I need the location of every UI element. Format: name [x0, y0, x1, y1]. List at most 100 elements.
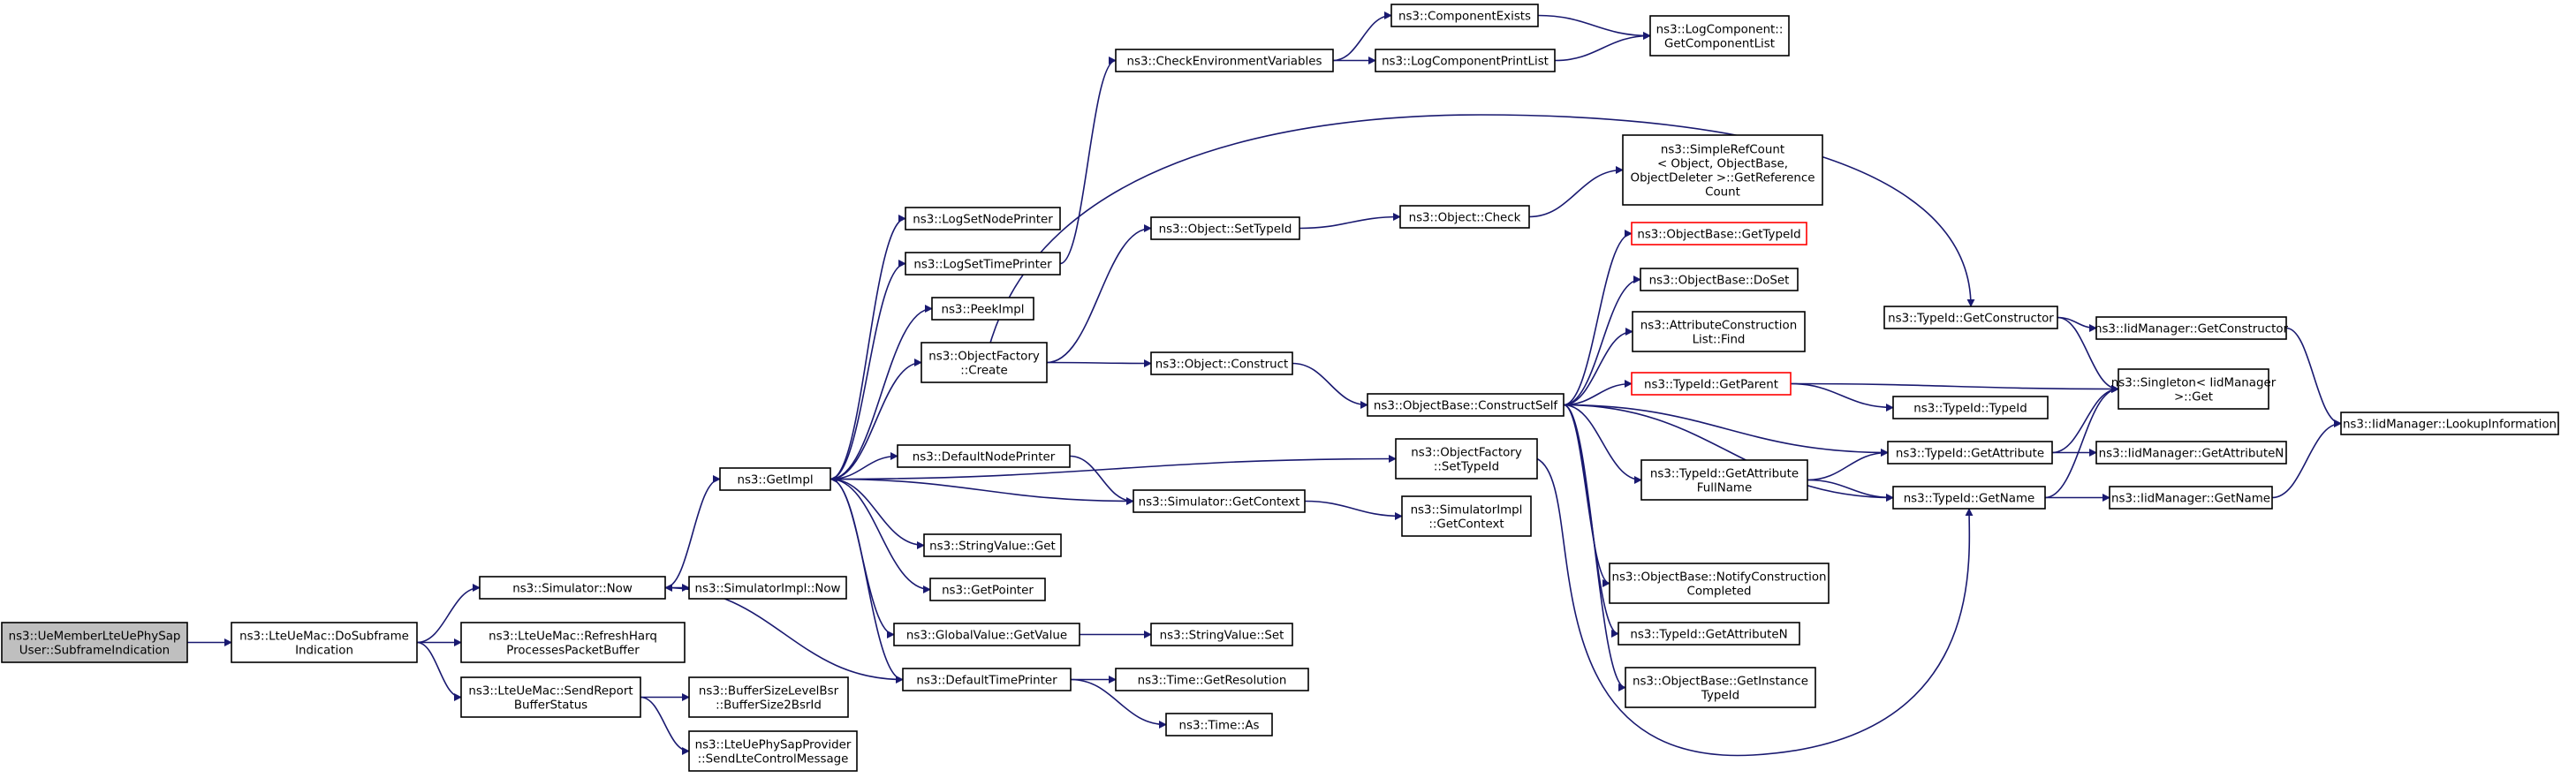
- node-iidGetName[interactable]: ns3::IidManager::GetName: [2109, 486, 2273, 510]
- node-label: ns3::TypeId::GetAttribute: [1896, 448, 2044, 461]
- edge-objFactCreate-to-tidGetCtor: [989, 114, 1975, 344]
- call-edge: [1807, 449, 1889, 481]
- node-box: [905, 207, 1061, 230]
- node-timeAs[interactable]: ns3::Time::As: [1165, 713, 1273, 736]
- node-glbGet[interactable]: ns3::GlobalValue::GetValue: [893, 623, 1080, 646]
- node-label: ns3::ObjectBase::GetTypeId: [1637, 229, 1800, 242]
- node-defNode[interactable]: ns3::DefaultNodePrinter: [897, 444, 1071, 468]
- node-label: >::Get: [2174, 391, 2213, 404]
- node-singletonGet[interactable]: ns3::Singleton< IidManager >::Get: [2111, 368, 2277, 410]
- node-label: ns3::Object::SetTypeId: [1159, 223, 1292, 237]
- node-tidGetName[interactable]: ns3::TypeId::GetName: [1892, 486, 2046, 510]
- edge-tidGetName-to-singletonGet: [2044, 385, 2119, 499]
- node-label: ns3::Singleton< IidManager: [2111, 377, 2277, 390]
- node-box: [921, 342, 1048, 383]
- node-peekImpl[interactable]: ns3::PeekImpl: [931, 297, 1034, 321]
- node-root[interactable]: ns3::UeMemberLteUePhySapUser::SubframeIn…: [1, 622, 188, 663]
- node-obDoSet[interactable]: ns3::ObjectBase::DoSet: [1640, 268, 1799, 291]
- node-simImplCtx[interactable]: ns3::SimulatorImpl::GetContext: [1401, 495, 1532, 537]
- node-logPrint[interactable]: ns3::LogComponentPrintList: [1375, 49, 1556, 72]
- call-edges: [187, 11, 2342, 757]
- node-iidLookup[interactable]: ns3::IidManager::LookupInformation: [2340, 412, 2559, 435]
- node-logNode[interactable]: ns3::LogSetNodePrinter: [905, 207, 1061, 230]
- node-label: List::Find: [1693, 334, 1746, 347]
- edge-getImpl-to-getPtr: [830, 478, 931, 593]
- node-obGetTypeId[interactable]: ns3::ObjectBase::GetTypeId: [1631, 222, 1807, 245]
- call-edge: [664, 584, 904, 681]
- node-iidGetAttrN[interactable]: ns3::IidManager::GetAttributeN: [2095, 441, 2287, 465]
- node-box: [2118, 368, 2269, 410]
- node-objCheck[interactable]: ns3::Object::Check: [1399, 205, 1530, 229]
- call-edge: [1563, 404, 1889, 457]
- edge-doSub-to-simNow: [416, 584, 481, 644]
- call-nodes: ns3::UeMemberLteUePhySapUser::SubframeIn…: [1, 4, 2559, 772]
- node-tidTypeId[interactable]: ns3::TypeId::TypeId: [1892, 396, 2049, 419]
- call-edge: [1563, 230, 1633, 406]
- node-label: ns3::Object::Check: [1409, 212, 1521, 225]
- node-compExists[interactable]: ns3::ComponentExists: [1390, 4, 1539, 27]
- call-edge: [1070, 678, 1167, 729]
- node-simNow[interactable]: ns3::Simulator::Now: [479, 576, 666, 600]
- edge-objCheck-to-simpleRef: [1528, 166, 1624, 218]
- node-ofSetTypeId[interactable]: ns3::ObjectFactory::SetTypeId: [1395, 438, 1538, 480]
- node-objFactCreate[interactable]: ns3::ObjectFactory::Create: [921, 342, 1048, 383]
- node-box: [1115, 49, 1334, 72]
- node-tidGetAttr[interactable]: ns3::TypeId::GetAttribute: [1887, 441, 2053, 465]
- call-edge: [1554, 32, 1651, 62]
- edge-doSub-to-sendRep: [416, 641, 462, 701]
- node-tidGetAttrN[interactable]: ns3::TypeId::GetAttributeN: [1618, 622, 1800, 646]
- call-edge: [1046, 224, 1152, 364]
- node-simpleRef[interactable]: ns3::SimpleRefCount< Object, ObjectBase,…: [1622, 134, 1823, 206]
- edge-simGetCtx-to-getImpl: [830, 475, 1134, 502]
- node-checkEnv[interactable]: ns3::CheckEnvironmentVariables: [1115, 49, 1334, 72]
- node-defTime[interactable]: ns3::DefaultTimePrinter: [902, 668, 1072, 691]
- node-label: ns3::LteUePhySapProvider: [695, 739, 852, 752]
- node-tidGetParent[interactable]: ns3::TypeId::GetParent: [1631, 372, 1792, 396]
- node-simImplNow[interactable]: ns3::SimulatorImpl::Now: [688, 576, 847, 600]
- node-setTypeId[interactable]: ns3::Object::SetTypeId: [1150, 216, 1300, 240]
- node-getPtr[interactable]: ns3::GetPointer: [929, 578, 1046, 601]
- node-strGet[interactable]: ns3::StringValue::Get: [923, 533, 1062, 557]
- node-box: [1367, 393, 1565, 417]
- edge-getImpl-to-logTime: [830, 260, 906, 480]
- node-label: ns3::GlobalValue::GetValue: [906, 630, 1067, 643]
- node-label: ns3::DefaultNodePrinter: [913, 451, 1056, 465]
- call-edge: [416, 641, 462, 701]
- node-logComp[interactable]: ns3::LogComponent::GetComponentList: [1649, 15, 1790, 57]
- node-timeRes[interactable]: ns3::Time::GetResolution: [1115, 668, 1309, 691]
- node-constructSelf[interactable]: ns3::ObjectBase::ConstructSelf: [1367, 393, 1565, 417]
- node-obNotify[interactable]: ns3::ObjectBase::NotifyConstructionCompl…: [1609, 563, 1830, 604]
- node-tidGetCtor[interactable]: ns3::TypeId::GetConstructor: [1883, 306, 2058, 329]
- node-box: [1115, 668, 1309, 691]
- node-getImpl[interactable]: ns3::GetImpl: [719, 467, 831, 491]
- node-bufSize[interactable]: ns3::BufferSizeLevelBsr::BufferSize2BsrI…: [688, 676, 849, 718]
- node-label: ns3::LteUeMac::RefreshHarq: [489, 631, 657, 644]
- node-label: ns3::SimpleRefCount: [1661, 144, 1784, 157]
- edge-logTime-to-checkEnv: [1059, 57, 1117, 265]
- edge-tidGetAttrFull-to-tidGetAttr: [1807, 449, 1889, 481]
- node-simGetCtx[interactable]: ns3::Simulator::GetContext: [1133, 489, 1306, 513]
- call-edge: [2044, 385, 2119, 499]
- node-iidGetCtor[interactable]: ns3::IidManager::GetConstructor: [2095, 316, 2289, 340]
- node-refresh[interactable]: ns3::LteUeMac::RefreshHarqProcessesPacke…: [460, 622, 686, 663]
- node-objConstruct[interactable]: ns3::Object::Construct: [1150, 351, 1293, 375]
- node-sendLte[interactable]: ns3::LteUePhySapProvider::SendLteControl…: [688, 730, 858, 772]
- call-edge: [1069, 455, 1134, 505]
- node-label: ns3::IidManager::GetConstructor: [2095, 323, 2289, 336]
- edge-setTypeId-to-objCheck: [1299, 213, 1401, 230]
- edge-getImpl-to-ofSetTypeId: [830, 455, 1397, 480]
- call-edge: [2285, 327, 2342, 427]
- node-strSet[interactable]: ns3::StringValue::Set: [1150, 623, 1293, 646]
- node-logTime[interactable]: ns3::LogSetTimePrinter: [905, 252, 1061, 276]
- node-box: [897, 444, 1071, 468]
- node-label: ns3::TypeId::GetAttributeN: [1630, 629, 1787, 642]
- node-label: Count: [1705, 186, 1740, 200]
- call-edge: [1528, 166, 1624, 218]
- node-label: ns3::ObjectBase::ConstructSelf: [1374, 400, 1558, 413]
- node-label: ns3::ObjectFactory: [1411, 447, 1522, 460]
